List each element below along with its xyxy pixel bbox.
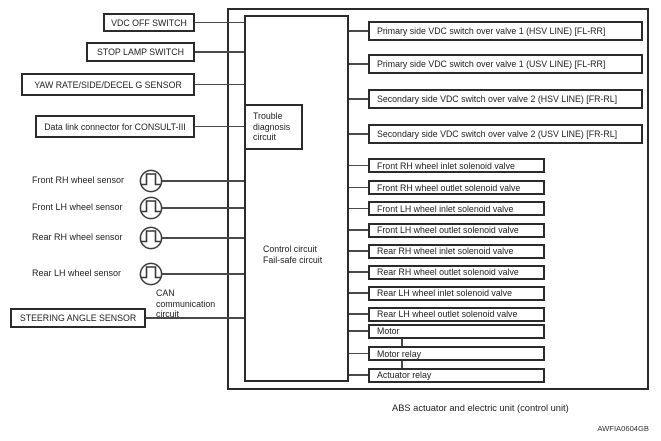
output-connector-line bbox=[349, 63, 368, 65]
output-box: Motor bbox=[368, 323, 545, 339]
input-box: YAW RATE/SIDE/DECEL G SENSOR bbox=[21, 73, 195, 96]
output-box: Front RH wheel inlet solenoid valve bbox=[368, 158, 545, 173]
diagram-caption: ABS actuator and electric unit (control … bbox=[392, 403, 569, 413]
wheel-sensor-label: Front RH wheel sensor bbox=[32, 175, 125, 185]
output-connector-line bbox=[349, 374, 368, 376]
relay-link-line bbox=[401, 338, 403, 346]
output-connector-line bbox=[349, 229, 368, 231]
input-box: VDC OFF SWITCH bbox=[103, 13, 195, 32]
pulse-signal-icon bbox=[139, 262, 163, 291]
input-connector-line bbox=[195, 21, 244, 24]
output-box: Motor relay bbox=[368, 346, 545, 361]
trouble-diagnosis-circuit-box: Trouble diagnosis circuit bbox=[244, 104, 303, 150]
wheel-sensor-label: Rear RH wheel sensor bbox=[32, 232, 123, 242]
can-label-line2: communication bbox=[156, 298, 216, 309]
control-circuit-label-line1: Control circuit bbox=[263, 244, 317, 254]
output-box: Front LH wheel outlet solenoid valve bbox=[368, 222, 545, 238]
output-box: Rear RH wheel inlet solenoid valve bbox=[368, 243, 545, 259]
can-label-line1: CAN bbox=[156, 288, 175, 298]
wheel-sensor-label: Rear LH wheel sensor bbox=[32, 268, 122, 278]
output-box: Primary side VDC switch over valve 1 (US… bbox=[368, 54, 643, 74]
sensor-connector-line bbox=[162, 207, 244, 209]
input-connector-line bbox=[195, 125, 244, 128]
sensor-connector-line bbox=[162, 180, 244, 182]
can-label-line3: circuit bbox=[156, 309, 179, 319]
output-box: Actuator relay bbox=[368, 367, 545, 383]
output-connector-line bbox=[349, 352, 368, 355]
output-box: Front RH wheel outlet solenoid valve bbox=[368, 180, 545, 195]
output-connector-line bbox=[349, 330, 368, 332]
output-connector-line bbox=[349, 207, 368, 210]
input-connector-line bbox=[146, 317, 244, 319]
pulse-signal-icon bbox=[139, 196, 163, 225]
output-connector-line bbox=[349, 30, 368, 32]
sensor-connector-line bbox=[162, 273, 244, 275]
control-circuit-frame bbox=[244, 15, 349, 382]
wheel-sensor-label: Front LH wheel sensor bbox=[32, 202, 123, 212]
input-box: Data link connector for CONSULT-III bbox=[35, 115, 195, 138]
fail-safe-circuit-label-line2: Fail-safe circuit bbox=[263, 254, 323, 265]
output-box: Rear LH wheel inlet solenoid valve bbox=[368, 285, 545, 301]
sensor-connector-line bbox=[162, 237, 244, 239]
output-box: Front LH wheel inlet solenoid valve bbox=[368, 201, 545, 216]
abs-unit-outer-frame bbox=[227, 8, 649, 390]
can-communication-circuit-label: CAN communication circuit bbox=[156, 288, 215, 320]
output-box: Primary side VDC switch over valve 1 (HS… bbox=[368, 21, 643, 41]
input-connector-line bbox=[195, 51, 244, 53]
pulse-signal-icon bbox=[139, 226, 163, 255]
output-connector-line bbox=[349, 186, 368, 189]
control-circuit-label: Control circuit Fail-safe circuit bbox=[263, 244, 322, 265]
input-box: STEERING ANGLE SENSOR bbox=[10, 308, 146, 328]
output-connector-line bbox=[349, 313, 368, 315]
output-connector-line bbox=[349, 250, 368, 252]
output-box: Secondary side VDC switch over valve 2 (… bbox=[368, 89, 643, 109]
output-connector-line bbox=[349, 133, 368, 135]
figure-code: AWFIA0604GB bbox=[597, 424, 649, 433]
input-connector-line bbox=[195, 83, 244, 86]
input-box: STOP LAMP SWITCH bbox=[86, 42, 195, 62]
output-connector-line bbox=[349, 271, 368, 273]
output-connector-line bbox=[349, 292, 368, 294]
relay-link-line bbox=[401, 361, 403, 368]
pulse-signal-icon bbox=[139, 169, 163, 198]
output-connector-line bbox=[349, 164, 368, 167]
output-box: Rear RH wheel outlet solenoid valve bbox=[368, 264, 545, 280]
output-box: Secondary side VDC switch over valve 2 (… bbox=[368, 124, 643, 144]
output-connector-line bbox=[349, 98, 368, 100]
output-box: Rear LH wheel outlet solenoid valve bbox=[368, 306, 545, 322]
